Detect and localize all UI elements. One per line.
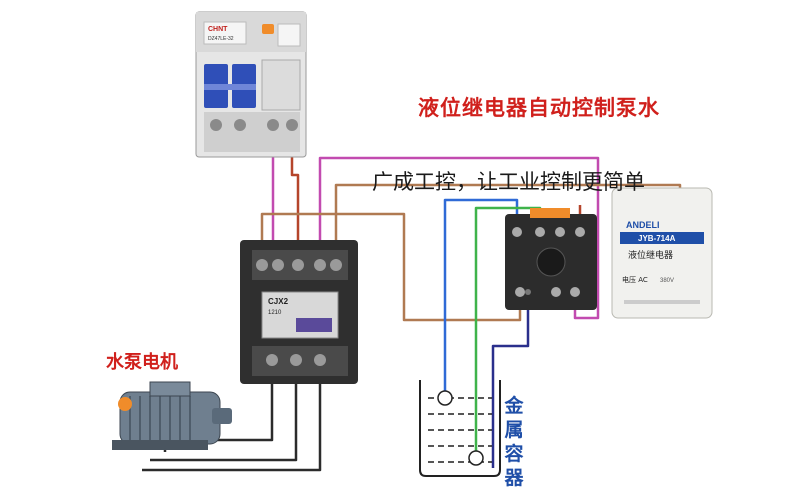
contactor-terminal-5 <box>330 259 342 271</box>
wire-motor-2 <box>150 382 298 462</box>
breaker-brand: CHNT <box>208 26 228 33</box>
socket-terminal-8 <box>570 287 580 297</box>
metal-container <box>419 380 501 477</box>
socket-terminal-5 <box>515 287 525 297</box>
breaker-terminal-1 <box>210 119 222 131</box>
contactor-terminal-1 <box>256 259 268 271</box>
motor-label: 水泵电机 <box>106 352 178 373</box>
container-label: 金属容器 <box>504 395 524 489</box>
socket-terminal-1 <box>512 227 522 237</box>
relay-voltage-value: 380V <box>660 278 674 284</box>
breaker-model: DZ47LE-32 <box>208 36 234 42</box>
contactor-terminal-4 <box>314 259 326 271</box>
contactor-terminal-3 <box>292 259 304 271</box>
socket-terminal-3 <box>555 227 565 237</box>
relay-brand: ANDELI <box>626 220 660 230</box>
breaker-terminal-4 <box>286 119 298 131</box>
watermark-text: 广成工控，让工业控制更简单 <box>372 170 645 194</box>
motor-nameplate-icon <box>118 397 132 411</box>
relay-socket <box>505 208 597 310</box>
wire-blue-probe <box>443 198 519 398</box>
contactor: CJX2 1210 <box>240 240 358 384</box>
wire-navy-common <box>491 300 530 468</box>
wire-brown-coil <box>260 212 522 322</box>
breaker-terminal-3 <box>267 119 279 131</box>
relay-name: 液位继电器 <box>628 249 673 261</box>
wire-pink-loop <box>318 156 600 320</box>
relay-model: JYB-714A <box>638 234 676 243</box>
circuit-breaker: CHNT DZ47LE-32 <box>195 11 307 158</box>
level-relay-module: ANDELI JYB-714A 液位继电器 电压 AC 380V <box>611 187 713 319</box>
probe-low <box>468 450 484 466</box>
water-pump-motor <box>112 381 232 450</box>
socket-terminal-7 <box>551 287 561 297</box>
breaker-test-button[interactable] <box>262 24 274 34</box>
wire-motor-3 <box>142 382 322 472</box>
relay-voltage: 电压 AC <box>622 275 648 284</box>
contactor-model-code: 1210 <box>268 310 282 316</box>
socket-terminal-2 <box>535 227 545 237</box>
contactor-model: CJX2 <box>268 297 289 306</box>
socket-terminal-6 <box>525 289 531 295</box>
contactor-out-terminal-3 <box>314 354 326 366</box>
contactor-out-terminal-1 <box>266 354 278 366</box>
contactor-terminal-2 <box>272 259 284 271</box>
contactor-out-terminal-2 <box>290 354 302 366</box>
probe-high <box>437 390 453 406</box>
socket-terminal-4 <box>575 227 585 237</box>
breaker-terminal-2 <box>234 119 246 131</box>
diagram-title: 液位继电器自动控制泵水 <box>418 96 660 120</box>
